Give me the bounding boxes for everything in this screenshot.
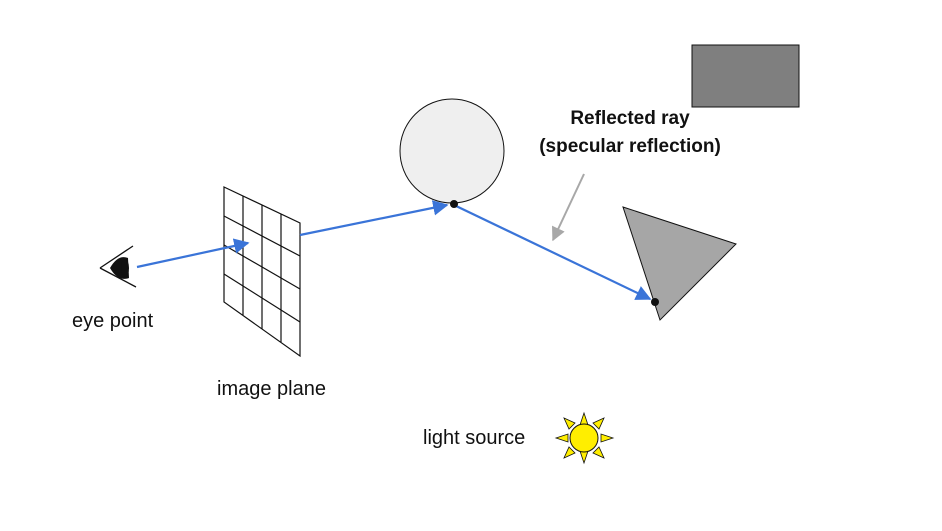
eye-point-label: eye point <box>72 310 154 332</box>
label-pointer-arrow <box>552 173 585 242</box>
eye-icon <box>99 245 137 288</box>
sphere-hit-point <box>450 200 458 208</box>
light-source-label: light source <box>423 427 526 449</box>
reflected-ray-label-line1: Reflected ray <box>570 108 690 129</box>
reflected-ray <box>453 204 652 300</box>
image-plane-label: image plane <box>217 378 326 400</box>
image-plane-grid <box>223 186 301 358</box>
triangle-hit-point <box>651 298 659 306</box>
primary-ray-segment-1 <box>136 238 250 269</box>
sphere-object <box>399 98 505 204</box>
sun-icon <box>554 411 615 465</box>
reflected-ray-label: Reflected ray (specular reflection) <box>527 108 733 158</box>
triangle-object <box>622 206 737 321</box>
reflected-ray-label-line2: (specular reflection) <box>539 136 721 157</box>
primary-ray-segment-2 <box>299 200 449 237</box>
rectangle-object <box>691 44 800 108</box>
